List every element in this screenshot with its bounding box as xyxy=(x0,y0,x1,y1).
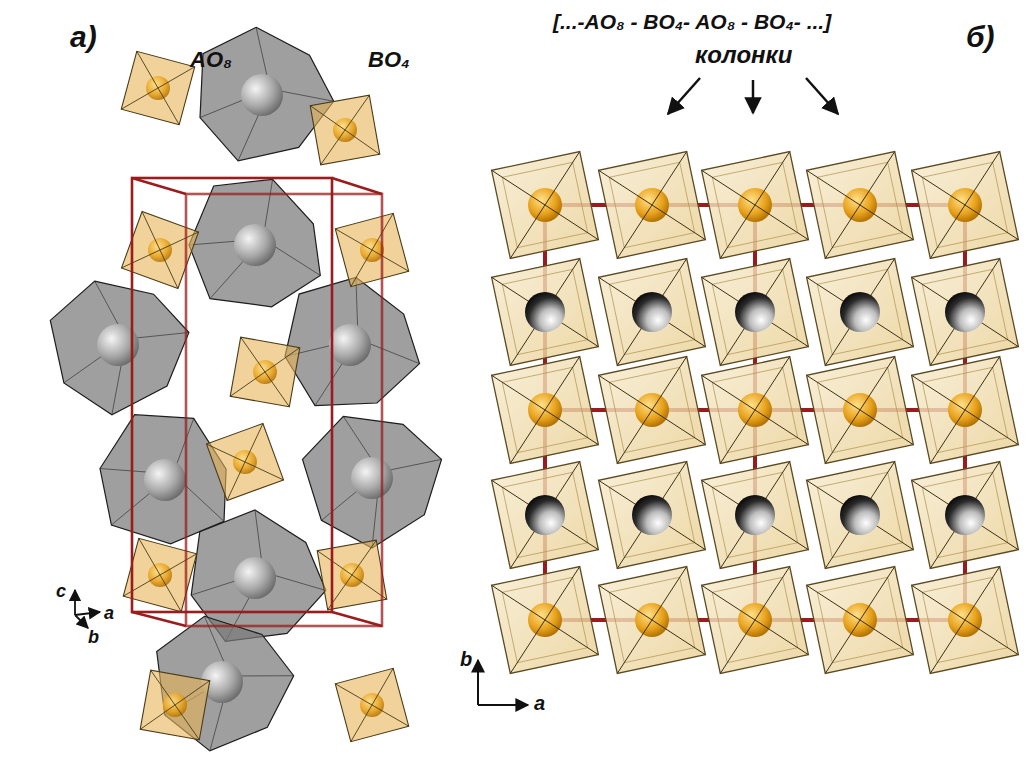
a-atom xyxy=(234,557,276,599)
column-tile xyxy=(807,462,914,569)
column-tile xyxy=(912,259,1019,366)
column-tile xyxy=(912,567,1019,674)
column-tile xyxy=(702,152,809,259)
column-tile xyxy=(599,357,706,464)
structure-3d-view xyxy=(50,27,441,751)
axis-label: c xyxy=(56,582,66,602)
ao8-polyhedron xyxy=(189,179,320,306)
polyhedron-label: AO₈ xyxy=(190,48,232,72)
panel-letter: а) xyxy=(70,20,97,53)
ao8-polyhedron xyxy=(50,281,189,415)
a-atom xyxy=(840,495,880,535)
column-tile xyxy=(599,152,706,259)
unit-cell xyxy=(132,178,382,626)
column-tile xyxy=(702,357,809,464)
axis-arrow xyxy=(477,660,479,705)
axis-label: b xyxy=(88,628,99,648)
column-tile xyxy=(492,152,599,259)
bo4-tetrahedron xyxy=(335,668,408,741)
structure-projection-view xyxy=(492,152,1019,674)
column-tile xyxy=(492,259,599,366)
column-tile xyxy=(912,357,1019,464)
column-tile xyxy=(702,567,809,674)
pointer-arrow xyxy=(806,78,838,114)
pointer-arrow xyxy=(668,78,700,114)
axis-label: a xyxy=(104,604,114,624)
bo4-tetrahedron xyxy=(207,424,284,501)
column-tile xyxy=(807,567,914,674)
column-tile xyxy=(912,152,1019,259)
column-tile xyxy=(599,259,706,366)
column-tile xyxy=(702,259,809,366)
axis-label: b xyxy=(460,648,472,670)
bo4-tetrahedron xyxy=(121,51,194,124)
a-atom xyxy=(525,495,565,535)
ao8-polyhedron xyxy=(100,415,226,544)
column-tile xyxy=(492,357,599,464)
columns-label: колонки xyxy=(695,42,792,68)
column-tile xyxy=(807,259,914,366)
sequence-formula: [...-AO₈ - BO₄- AO₈ - BO₄- ...] xyxy=(553,10,831,33)
a-atom xyxy=(632,495,672,535)
bo4-tetrahedron xyxy=(335,213,408,286)
a-atom xyxy=(144,459,186,501)
column-tile xyxy=(599,462,706,569)
a-atom xyxy=(735,495,775,535)
polyhedron-label: BO₄ xyxy=(368,48,410,72)
a-atom xyxy=(632,292,672,332)
a-atom xyxy=(945,292,985,332)
bo4-tetrahedron xyxy=(140,670,210,740)
column-tile xyxy=(492,567,599,674)
a-atom xyxy=(329,324,371,366)
a-atom xyxy=(525,292,565,332)
axis-arrow xyxy=(478,704,528,706)
bo4-tetrahedron xyxy=(230,337,300,407)
annotation-arrows xyxy=(75,78,838,705)
bo4-tetrahedron xyxy=(310,95,380,165)
a-atom xyxy=(234,224,276,266)
column-tile xyxy=(807,357,914,464)
column-tile xyxy=(702,462,809,569)
axis-arrow xyxy=(75,615,88,628)
column-tile xyxy=(912,462,1019,569)
column-tile xyxy=(807,152,914,259)
column-tile xyxy=(492,462,599,569)
a-atom xyxy=(241,74,283,116)
column-tile xyxy=(599,567,706,674)
ao8-polyhedron xyxy=(285,277,420,405)
axis-label: a xyxy=(534,692,545,714)
panel-letter: б) xyxy=(966,20,995,53)
ao8-polyhedron xyxy=(303,416,442,548)
pointer-arrow xyxy=(752,80,755,113)
a-atom xyxy=(735,292,775,332)
a-atom xyxy=(945,495,985,535)
a-atom xyxy=(840,292,880,332)
a-atom xyxy=(351,457,393,499)
bo4-tetrahedron xyxy=(317,540,387,610)
axis-arrow xyxy=(74,590,76,615)
axis-arrow xyxy=(75,612,100,615)
unit-cell-grid xyxy=(545,205,965,620)
